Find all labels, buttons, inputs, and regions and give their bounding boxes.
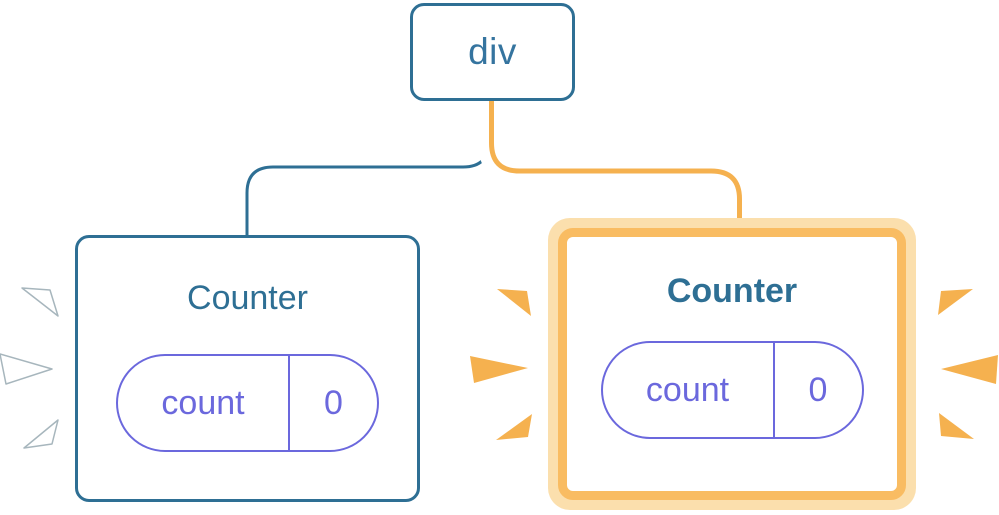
spark-burst-right-counter-left <box>470 289 532 440</box>
state-pill: count 0 <box>116 354 379 452</box>
spark-icon <box>938 289 973 315</box>
spark-burst-right-counter-right <box>938 289 998 439</box>
edge-div-to-right-counter-casing <box>478 101 753 229</box>
spark-icon <box>496 414 532 440</box>
counter-card-highlighted-inner: Counter count 0 <box>558 228 906 500</box>
counter-title: Counter <box>187 279 308 317</box>
state-key-label: count <box>645 370 730 409</box>
spark-icon <box>939 413 974 439</box>
spark-burst-left-counter <box>0 287 59 449</box>
state-value: 0 <box>288 356 377 450</box>
state-pill: count 0 <box>600 341 864 439</box>
counter-title: Counter <box>666 272 798 310</box>
state-key-label: count <box>161 383 245 422</box>
spark-icon <box>23 419 59 449</box>
counter-card-plain: Counter count 0 <box>75 235 420 502</box>
spark-icon <box>21 287 59 317</box>
tree-node-div: div <box>410 3 575 101</box>
spark-icon <box>941 355 998 384</box>
counter-card-highlighted: Counter count 0 <box>548 218 916 510</box>
state-value: 0 <box>772 343 862 437</box>
edge-div-to-left-counter <box>245 102 491 238</box>
spark-icon <box>470 356 528 383</box>
spark-icon <box>497 289 531 316</box>
node-label: div <box>468 31 517 72</box>
spark-icon <box>0 353 53 385</box>
edge-div-to-right-counter <box>489 101 742 235</box>
